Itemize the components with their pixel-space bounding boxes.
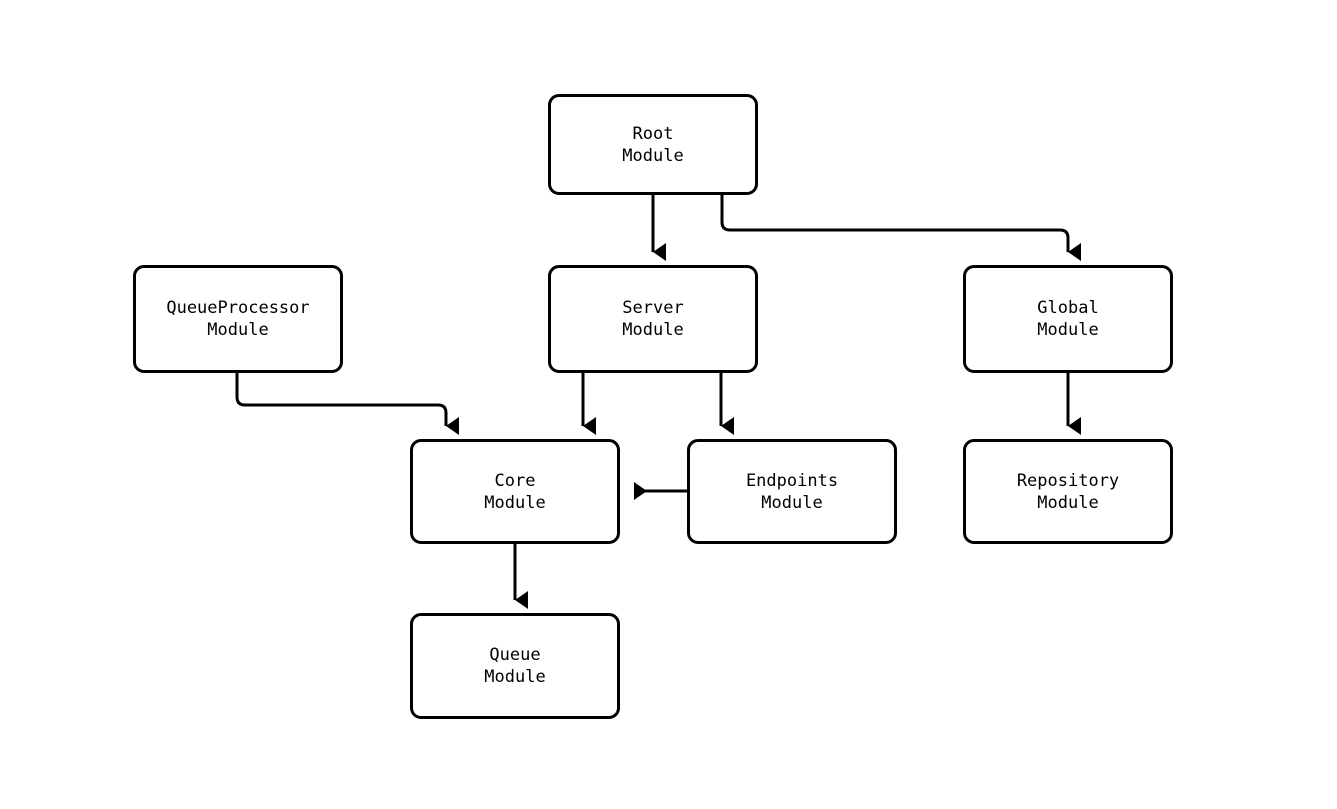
node-core-module-label-line2: Module xyxy=(484,492,546,513)
edge-queueprocessor-to-core xyxy=(235,373,448,418)
node-endpoints-module[interactable]: Endpoints Module xyxy=(687,439,897,544)
node-core-module[interactable]: Core Module xyxy=(410,439,620,544)
node-queueprocessor-module-label-line2: Module xyxy=(207,320,269,340)
node-global-module-label-line1: Global xyxy=(1037,298,1099,318)
node-global-module-label-line2: Module xyxy=(1037,320,1099,340)
node-queue-module-label-line1: Queue xyxy=(489,645,541,665)
node-queue-module[interactable]: Queue Module xyxy=(410,613,620,719)
node-queueprocessor-module-label-line1: QueueProcessor xyxy=(166,298,310,318)
node-queue-module-label-line2: Module xyxy=(484,667,546,687)
node-root-module-label-line1: Root xyxy=(632,123,674,144)
node-core-module-label-line1: Core xyxy=(494,470,536,491)
node-server-module-label-line2: Module xyxy=(622,320,684,340)
node-repository-module-label-line2: Module xyxy=(1037,492,1099,513)
node-global-module[interactable]: Global Module xyxy=(963,265,1173,373)
node-root-module[interactable]: Root Module xyxy=(548,94,758,195)
node-queueprocessor-module[interactable]: QueueProcessor Module xyxy=(133,265,343,373)
node-repository-module[interactable]: Repository Module xyxy=(963,439,1173,544)
edge-root-to-global xyxy=(720,195,1070,244)
node-endpoints-module-label-line1: Endpoints xyxy=(745,470,839,491)
node-server-module-label-line1: Server xyxy=(622,298,684,318)
node-endpoints-module-label-line2: Module xyxy=(761,492,823,513)
node-repository-module-label-line1: Repository xyxy=(1016,470,1120,491)
node-server-module[interactable]: Server Module xyxy=(548,265,758,373)
node-root-module-label-line2: Module xyxy=(622,145,684,166)
